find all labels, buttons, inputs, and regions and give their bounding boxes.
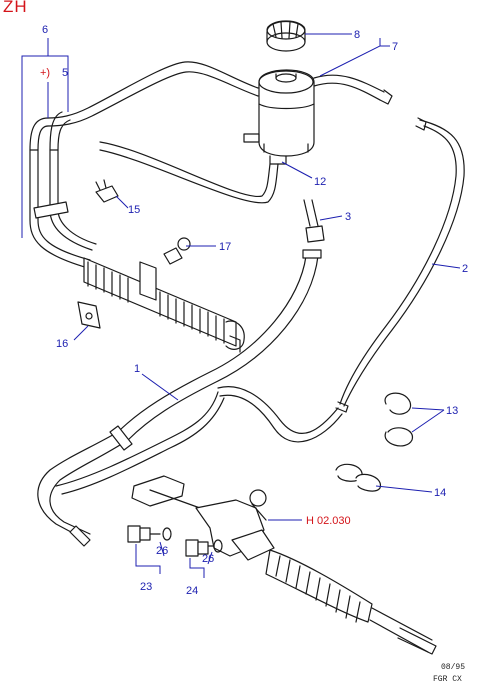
callout-14: 14 bbox=[434, 487, 446, 499]
hose-clamps bbox=[335, 392, 413, 492]
callout-13: 13 bbox=[446, 405, 458, 417]
reference-code: H 02.030 bbox=[306, 515, 351, 527]
catalog-code: FGR CX bbox=[433, 675, 462, 684]
feed-pipe bbox=[303, 199, 325, 243]
reservoir bbox=[243, 69, 315, 165]
oil-cooler bbox=[77, 257, 245, 353]
date-code: 08/95 bbox=[441, 663, 466, 672]
callout-7: 7 bbox=[392, 41, 398, 53]
callout-3: 3 bbox=[345, 211, 351, 223]
steering-rack bbox=[131, 475, 437, 655]
callout-15: 15 bbox=[128, 204, 140, 216]
reservoir-cap bbox=[266, 20, 306, 52]
callout-8: 8 bbox=[354, 29, 360, 41]
callout-5: 5 bbox=[62, 67, 68, 79]
unions-and-seals bbox=[127, 525, 223, 557]
callout-26-right: 26 bbox=[202, 553, 214, 565]
callout-12: 12 bbox=[314, 176, 326, 188]
return-hose bbox=[47, 61, 393, 204]
long-pipe bbox=[55, 117, 465, 495]
callout-6: 6 bbox=[42, 24, 48, 36]
callout-23: 23 bbox=[140, 581, 152, 593]
bolt bbox=[163, 237, 191, 265]
clip bbox=[95, 179, 119, 203]
callout-24: 24 bbox=[186, 585, 198, 597]
callout-1: 1 bbox=[134, 363, 140, 375]
section-code: ZH bbox=[3, 0, 28, 16]
callout-26-left: 26 bbox=[156, 545, 168, 557]
pressure-hose bbox=[37, 249, 322, 547]
callout-note-marker: +) bbox=[40, 67, 50, 79]
callout-16: 16 bbox=[56, 338, 68, 350]
callout-2: 2 bbox=[462, 263, 468, 275]
callout-17: 17 bbox=[219, 241, 231, 253]
cooler-lines bbox=[29, 111, 97, 269]
